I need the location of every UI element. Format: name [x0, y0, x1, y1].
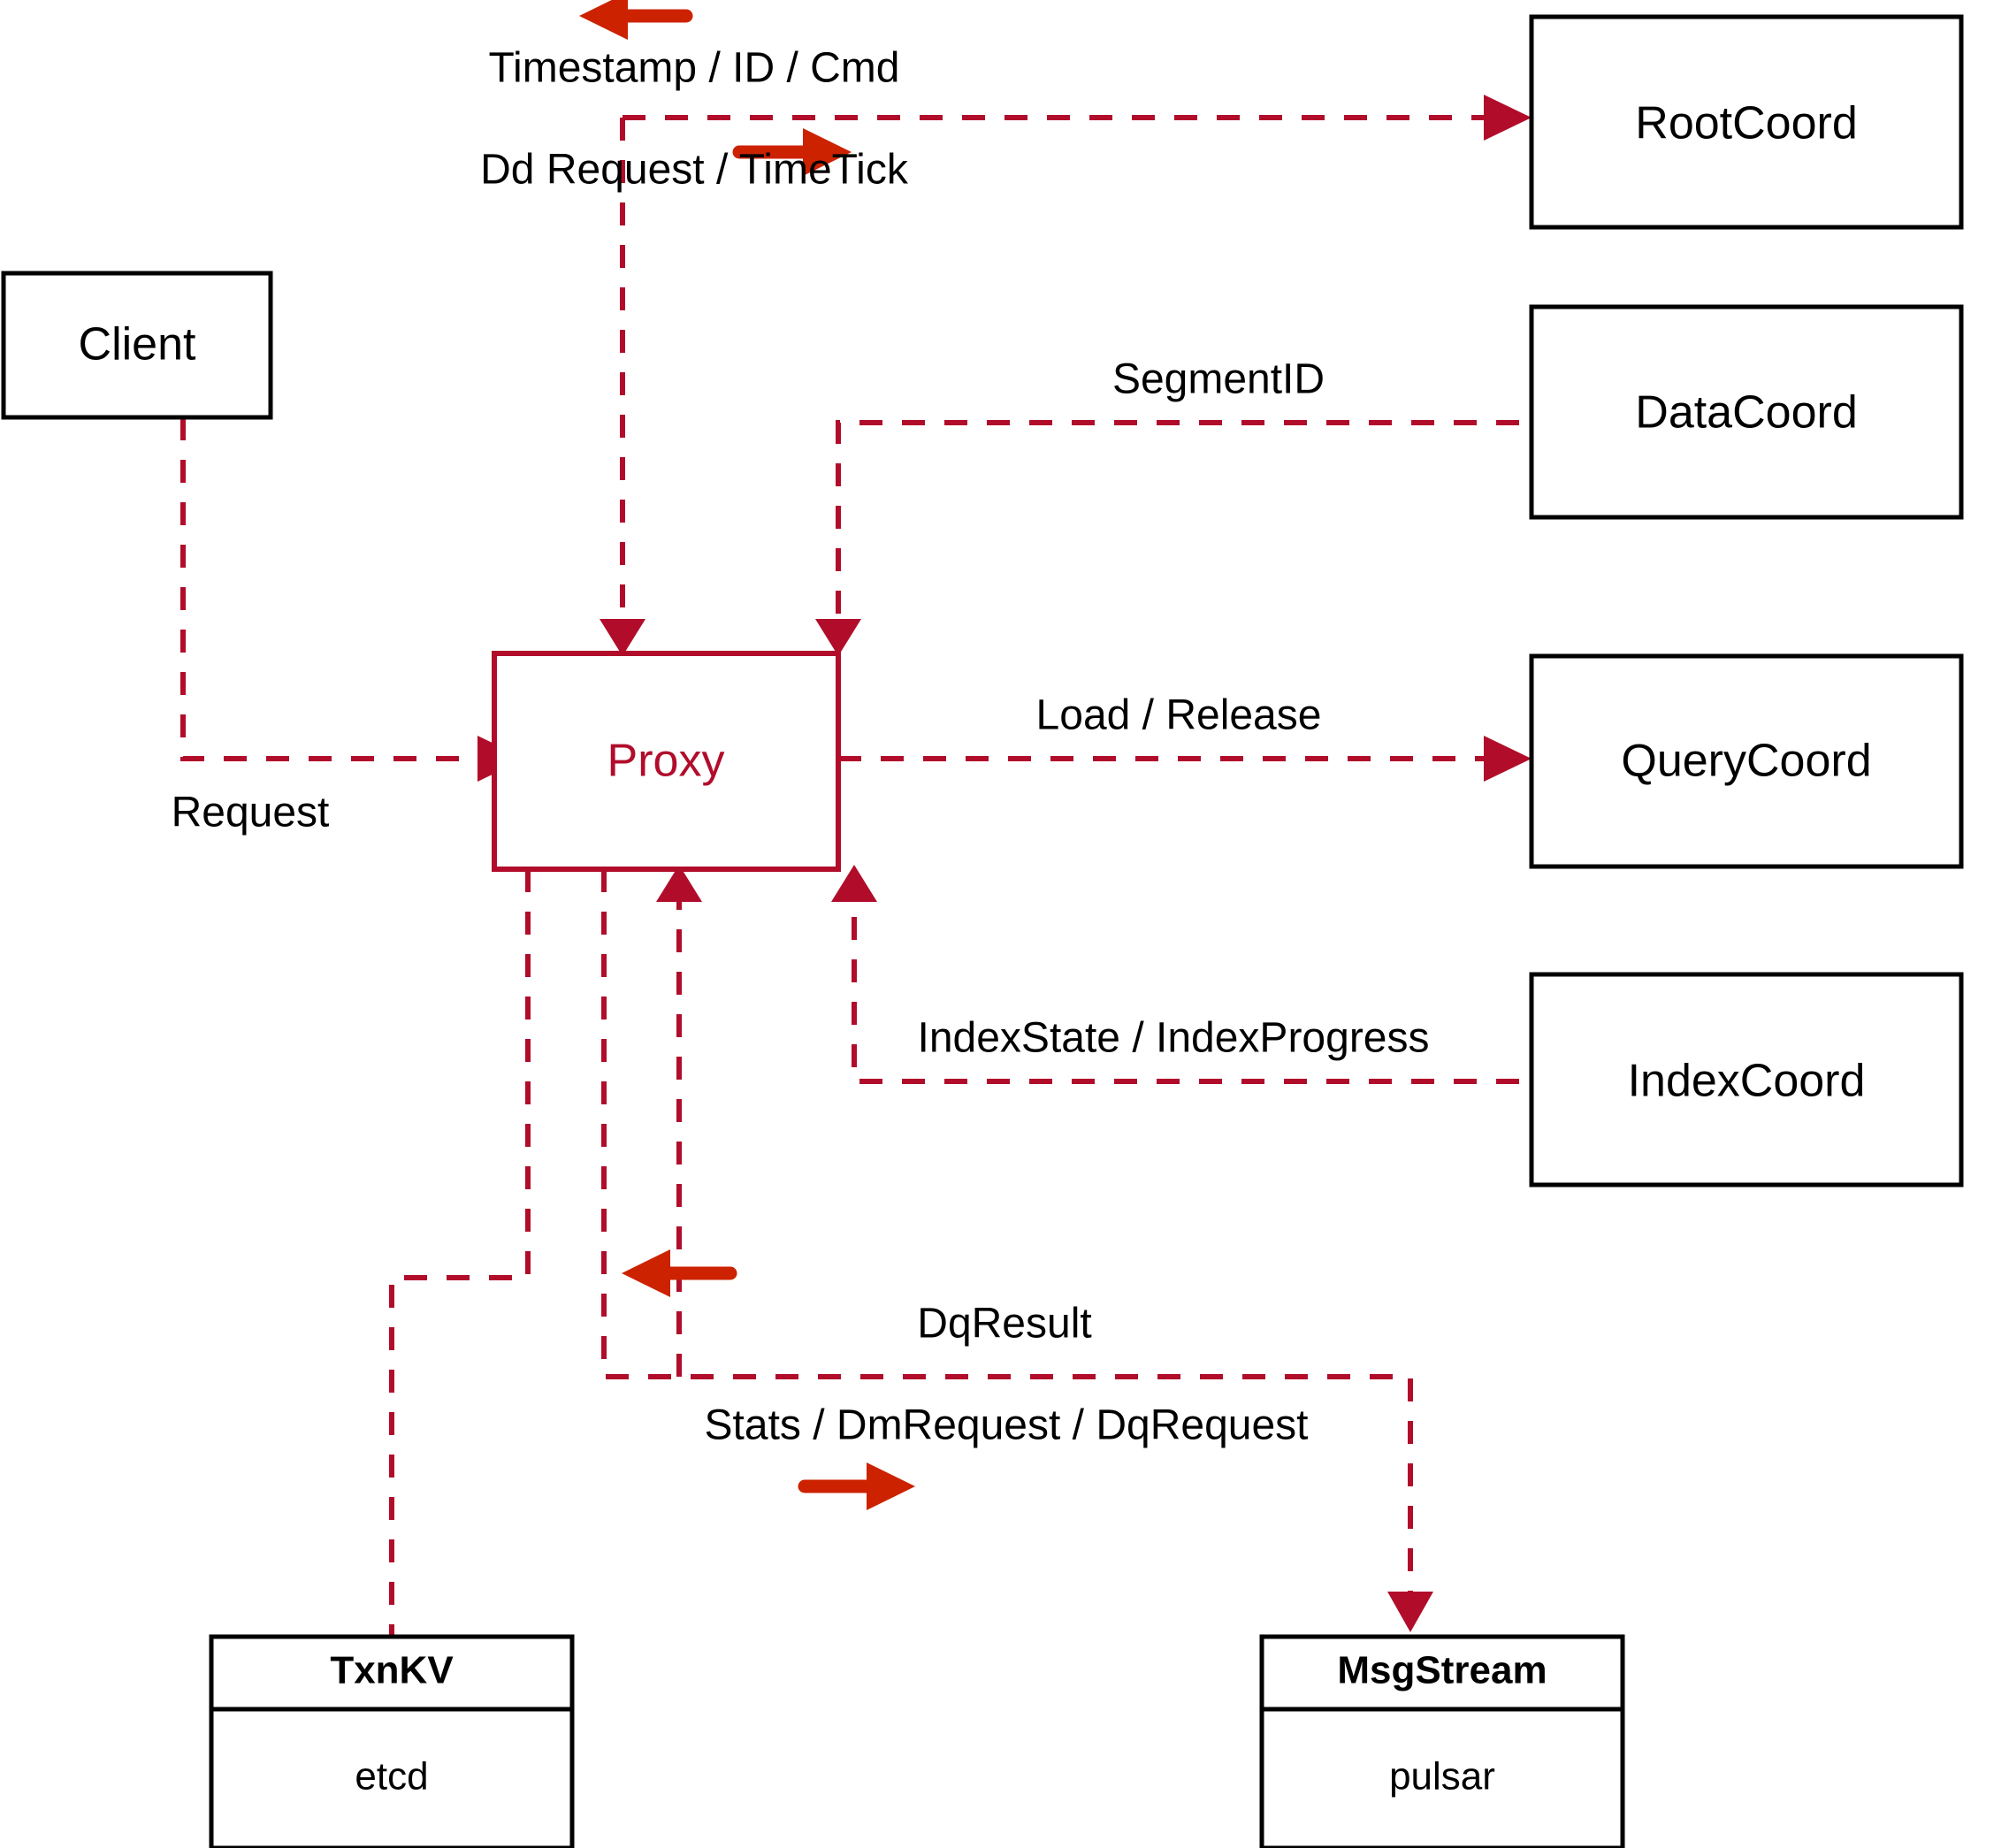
node-txnkv[interactable]: TxnKV etcd [209, 1634, 575, 1848]
index-coord-box[interactable] [1529, 972, 1964, 1187]
arrow-head-icon [803, 128, 852, 176]
edge-proxy-txnkv [389, 869, 531, 1636]
arrow-head-icon [579, 0, 628, 40]
data-coord-box[interactable] [1529, 304, 1964, 520]
edge-proxy-querycoord [838, 736, 1532, 782]
arrowhead-icon [656, 865, 702, 902]
proxy-box[interactable] [492, 651, 841, 872]
edge-indexcoord-proxy [831, 865, 1519, 1084]
arrowhead-icon [831, 865, 877, 902]
edge-proxy-rootcoord [623, 95, 1532, 141]
edge-path [601, 869, 1413, 1592]
root-coord-label: RootCoord [1635, 98, 1857, 149]
edge-label-datacoord-proxy: SegmentID [1112, 356, 1325, 403]
edge-rootcoord-proxy [600, 118, 645, 656]
node-proxy[interactable]: Proxy [492, 651, 841, 872]
direction-arrow-right-dmrequest [798, 1462, 915, 1510]
txnkv-title: TxnKV [330, 1649, 454, 1692]
txnkv-box[interactable] [209, 1634, 575, 1848]
proxy-label: Proxy [607, 736, 725, 787]
arrowhead-icon [1484, 736, 1532, 782]
edge-label-rootcoord-proxy: Timestamp / ID / Cmd [489, 45, 900, 92]
client-label: Client [79, 319, 196, 370]
arrowhead-icon [815, 619, 861, 656]
query-coord-label: QueryCoord [1621, 736, 1871, 787]
node-index-coord[interactable]: IndexCoord [1529, 972, 1964, 1187]
msgstream-impl: pulsar [1389, 1755, 1495, 1798]
arrowhead-icon [600, 619, 645, 656]
edge-label-proxy-querycoord: Load / Release [1036, 692, 1322, 739]
edge-path [389, 869, 531, 1636]
node-data-coord[interactable]: DataCoord [1529, 304, 1964, 520]
edge-label-proxy-rootcoord: Dd Request / TimeTick [480, 147, 909, 194]
data-coord-label: DataCoord [1635, 387, 1857, 439]
arrow-head-icon [867, 1462, 915, 1510]
edge-datacoord-proxy [815, 420, 1519, 656]
msgstream-box[interactable] [1259, 1634, 1625, 1848]
edge-label-proxy-msgstream: Stats / DmRequest / DqRequest [705, 1402, 1309, 1449]
client-box[interactable] [1, 271, 273, 420]
edge-label-indexcoord-proxy: IndexState / IndexProgress [918, 1015, 1430, 1062]
direction-arrow-left-timestamp [579, 0, 693, 40]
edge-label-msgstream-proxy: DqResult [917, 1301, 1091, 1348]
root-coord-box[interactable] [1529, 14, 1964, 230]
arrowhead-icon [1387, 1592, 1433, 1632]
query-coord-box[interactable] [1529, 653, 1964, 869]
edge-client-request [180, 417, 525, 782]
direction-arrow-right-ddrequest [732, 128, 852, 176]
node-root-coord[interactable]: RootCoord [1529, 14, 1964, 230]
arrow-head-icon [622, 1249, 670, 1297]
msgstream-title: MsgStream [1337, 1649, 1547, 1692]
arrowhead-icon [1484, 95, 1532, 141]
edge-msgstream-proxy [656, 865, 702, 1377]
direction-arrow-left-dqresult [622, 1249, 737, 1297]
edge-proxy-msgstream [601, 869, 1433, 1632]
node-client[interactable]: Client [1, 271, 273, 420]
txnkv-impl: etcd [355, 1755, 428, 1798]
node-msgstream[interactable]: MsgStream pulsar [1259, 1634, 1625, 1848]
node-query-coord[interactable]: QueryCoord [1529, 653, 1964, 869]
edge-path [180, 417, 477, 761]
index-coord-label: IndexCoord [1628, 1056, 1866, 1107]
edge-path [836, 420, 1519, 619]
edge-path [852, 902, 1519, 1084]
edge-label-client-request: Request [172, 790, 330, 836]
